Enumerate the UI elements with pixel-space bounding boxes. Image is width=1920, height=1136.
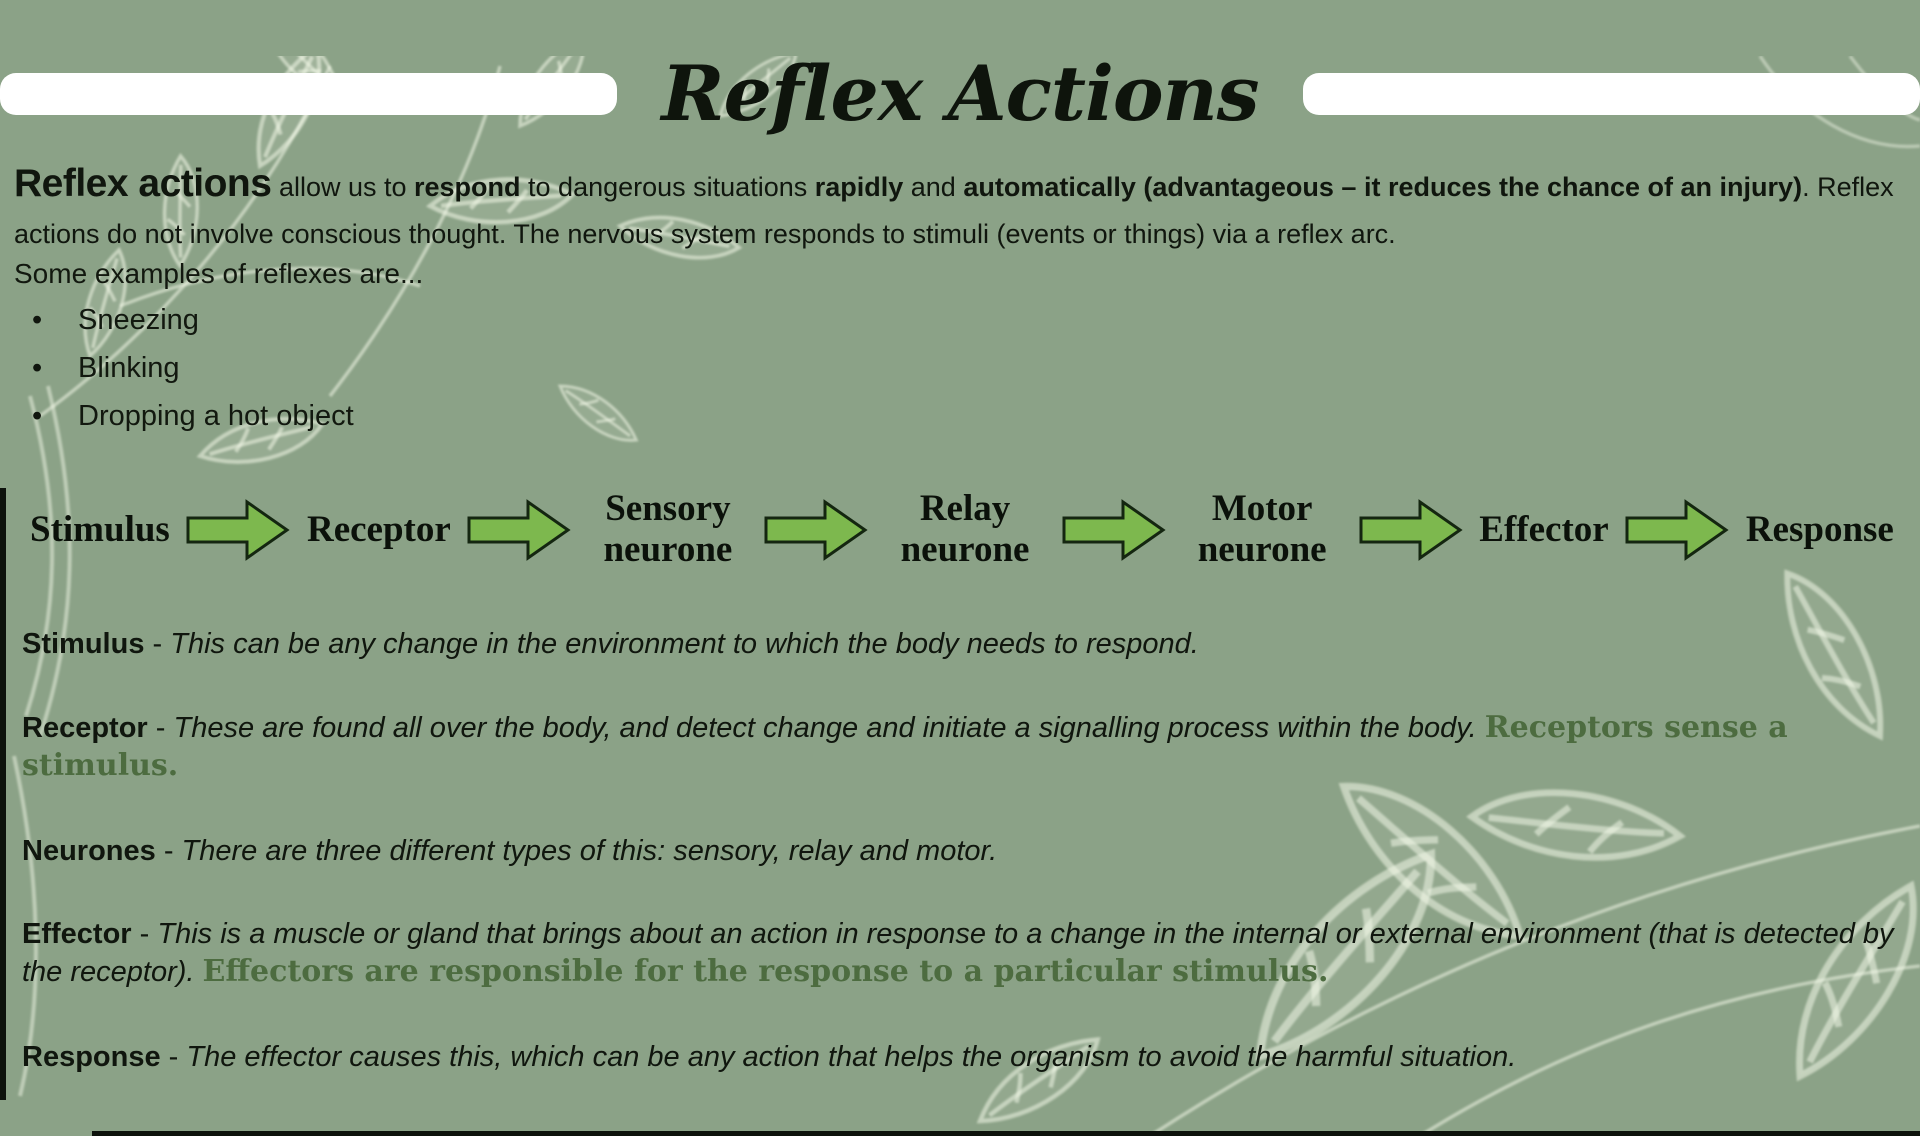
definition-separator: - bbox=[131, 918, 158, 951]
arrow-right-icon bbox=[466, 497, 572, 563]
intro-paragraph: Reflex actions allow us to respond to da… bbox=[14, 154, 1902, 256]
definition-term: Effector bbox=[22, 918, 132, 951]
intro-text: . Reflex actions do not involve consciou… bbox=[14, 172, 1894, 250]
definition-effector: Effector - This is a muscle or gland tha… bbox=[22, 916, 1898, 992]
flow-step-receptor: Receptor bbox=[306, 508, 451, 550]
flow-step-effector: Effector bbox=[1479, 508, 1609, 550]
definition-text: There are three different types of this:… bbox=[181, 834, 998, 867]
intro-bold-rapidly: rapidly bbox=[814, 172, 904, 202]
title-bar-right bbox=[1302, 73, 1920, 115]
title-row: Reflex Actions bbox=[0, 56, 1920, 132]
intro-text: allow us to bbox=[271, 172, 415, 202]
flow-step-stimulus: Stimulus bbox=[30, 508, 170, 550]
definition-separator: - bbox=[144, 627, 171, 660]
arrow-right-icon bbox=[763, 497, 869, 563]
definition-stimulus: Stimulus - This can be any change in the… bbox=[22, 625, 1898, 663]
flow-step-relay-neurone: Relay neurone bbox=[900, 488, 1030, 570]
definition-term: Response bbox=[22, 1040, 161, 1073]
arrow-right-icon bbox=[1624, 497, 1730, 563]
bottom-edge-strip bbox=[92, 1131, 1920, 1136]
intro-bold-automatically: automatically (advantageous – it reduces… bbox=[963, 172, 1803, 202]
flow-step-motor-neurone: Motor neurone bbox=[1197, 488, 1327, 570]
intro-text: to dangerous situations bbox=[520, 172, 815, 202]
definition-text: These are found all over the body, and d… bbox=[173, 712, 1477, 745]
reflex-arc-diagram: Stimulus Receptor Sensory neurone Relay … bbox=[30, 488, 1894, 570]
definition-text: This can be any change in the environmen… bbox=[170, 627, 1199, 660]
flow-step-response: Response bbox=[1745, 508, 1894, 550]
definition-separator: - bbox=[160, 1040, 187, 1073]
definitions: Stimulus - This can be any change in the… bbox=[22, 625, 1898, 1076]
definition-highlight: Effectors are responsible for the respon… bbox=[202, 954, 1329, 990]
arrow-right-icon bbox=[1061, 497, 1167, 563]
definition-neurones: Neurones - There are three different typ… bbox=[22, 832, 1898, 870]
arrow-right-icon bbox=[1358, 497, 1464, 563]
definition-term: Receptor bbox=[22, 712, 148, 745]
slide: Reflex Actions Reflex actions allow us t… bbox=[0, 56, 1920, 1076]
definition-term: Stimulus bbox=[22, 627, 145, 660]
arrow-right-icon bbox=[185, 497, 291, 563]
title-bar-left bbox=[0, 73, 618, 115]
flow-step-sensory-neurone: Sensory neurone bbox=[603, 488, 733, 570]
definition-text: The effector causes this, which can be a… bbox=[186, 1040, 1517, 1073]
definition-response: Response - The effector causes this, whi… bbox=[22, 1038, 1898, 1076]
definition-highlight: Receptors sense a stimulus. bbox=[22, 710, 1788, 784]
intro-text: and bbox=[903, 172, 964, 202]
examples-heading: Some examples of reflexes are... bbox=[14, 258, 424, 290]
list-item: Sneezing bbox=[32, 304, 1920, 337]
definition-separator: - bbox=[147, 712, 174, 745]
intro-bold-respond: respond bbox=[414, 172, 521, 202]
definition-text: This is a muscle or gland that brings ab… bbox=[22, 918, 1894, 989]
list-item: Dropping a hot object bbox=[32, 400, 1920, 433]
definition-term: Neurones bbox=[22, 834, 156, 867]
examples-list: Sneezing Blinking Dropping a hot object bbox=[0, 304, 1920, 433]
definition-separator: - bbox=[155, 834, 182, 867]
definition-receptor: Receptor - These are found all over the … bbox=[22, 709, 1898, 786]
list-item: Blinking bbox=[32, 352, 1920, 385]
page-title: Reflex Actions bbox=[661, 49, 1259, 138]
intro-lead: Reflex actions bbox=[14, 162, 272, 205]
left-edge-strip bbox=[0, 488, 6, 1100]
